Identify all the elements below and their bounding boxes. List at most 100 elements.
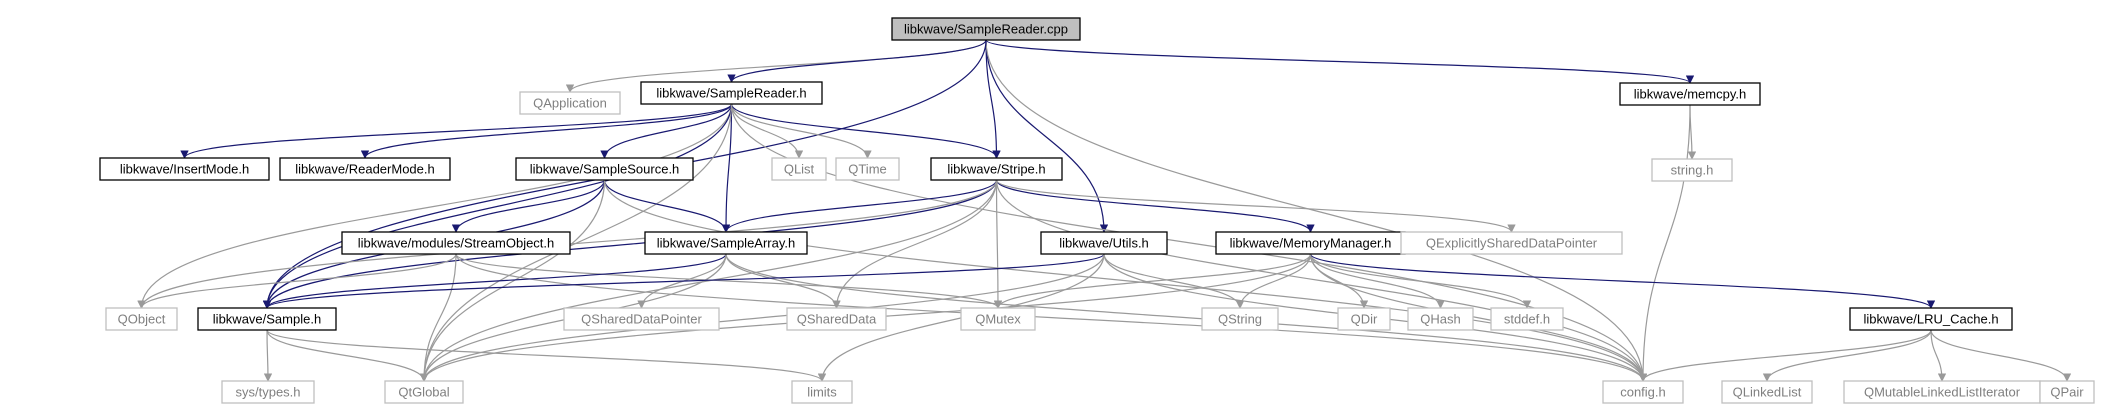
node-box xyxy=(1490,307,1564,331)
node-qlinkedlist: QLinkedList xyxy=(1721,380,1813,404)
node-qexplicitly: QExplicitlySharedDataPointer xyxy=(1400,231,1623,255)
edge-streamobject_h-to-config_h xyxy=(455,253,1648,382)
node-box xyxy=(515,157,694,181)
edge-utils_h-to-sample_h xyxy=(263,253,1105,309)
edge-lru_cache_h-to-qmutablelinkedlistiterator xyxy=(1930,329,1947,382)
edge-samplesource_h-to-config_h xyxy=(603,179,1648,382)
node-label: QSharedData xyxy=(797,311,877,326)
node-box xyxy=(786,307,887,331)
edge-samplereader_h-to-sample_h xyxy=(262,103,733,309)
node-box xyxy=(1602,380,1684,404)
edge-root-to-utils_h xyxy=(985,39,1109,233)
edge-sample_h-to-qtglobal xyxy=(266,329,429,382)
node-limits: limits xyxy=(791,380,853,404)
node-stripe-h[interactable]: libkwave/Stripe.h xyxy=(930,157,1063,181)
node-label: config.h xyxy=(1620,384,1666,399)
node-label: libkwave/memcpy.h xyxy=(1634,86,1746,101)
node-label: QtGlobal xyxy=(398,384,449,399)
node-string-h: string.h xyxy=(1651,158,1733,182)
node-streamobject-h[interactable]: libkwave/modules/StreamObject.h xyxy=(341,231,571,255)
node-sys-types-h: sys/types.h xyxy=(221,380,315,404)
node-label: QHash xyxy=(1420,311,1460,326)
node-qtime: QTime xyxy=(835,157,900,181)
edge-samplereader_h-to-samplearray_h xyxy=(721,103,733,233)
edge-layer xyxy=(137,39,2072,382)
edge-stripe_h-to-config_h xyxy=(995,179,1648,382)
edge-samplereader_h-to-qtime xyxy=(730,103,872,159)
node-label: QExplicitlySharedDataPointer xyxy=(1426,235,1598,250)
edge-sample_h-to-limits xyxy=(266,329,827,382)
edge-memorymanager_h-to-qmutex xyxy=(993,253,1312,309)
edge-stripe_h-to-memorymanager_h xyxy=(995,179,1315,233)
edge-samplereader_h-to-insertmode_h xyxy=(180,103,733,159)
edge-root-to-samplereader_h xyxy=(727,39,987,83)
node-label: libkwave/Utils.h xyxy=(1059,235,1149,250)
node-label: libkwave/LRU_Cache.h xyxy=(1863,311,1998,326)
node-config-h: config.h xyxy=(1602,380,1684,404)
node-label: string.h xyxy=(1671,162,1714,177)
node-box xyxy=(99,157,270,181)
node-insertmode-h[interactable]: libkwave/InsertMode.h xyxy=(99,157,270,181)
edge-samplesource_h-to-samplearray_h xyxy=(603,179,731,233)
node-box xyxy=(1040,231,1168,255)
edge-memorymanager_h-to-lru_cache_h xyxy=(1309,253,1936,309)
node-sample-h[interactable]: libkwave/Sample.h xyxy=(197,307,337,331)
edge-memorymanager_h-to-config_h xyxy=(1309,253,1648,382)
node-samplesource-h[interactable]: libkwave/SampleSource.h xyxy=(515,157,694,181)
edge-root-to-stripe_h xyxy=(985,39,1001,159)
edge-samplereader_h-to-samplesource_h xyxy=(600,103,733,159)
node-box xyxy=(341,231,571,255)
node-box xyxy=(105,307,178,331)
node-qobject: QObject xyxy=(105,307,178,331)
node-lru-cache-h[interactable]: libkwave/LRU_Cache.h xyxy=(1849,307,2013,331)
edge-lru_cache_h-to-qlinkedlist xyxy=(1762,329,1932,382)
edge-streamobject_h-to-qobject xyxy=(137,253,457,309)
node-utils-h[interactable]: libkwave/Utils.h xyxy=(1040,231,1168,255)
edge-samplesource_h-to-streamobject_h xyxy=(451,179,606,233)
node-qmutex: QMutex xyxy=(960,307,1036,331)
node-root[interactable]: libkwave/SampleReader.cpp xyxy=(891,17,1081,41)
node-qdir: QDir xyxy=(1337,307,1391,331)
node-samplereader-h[interactable]: libkwave/SampleReader.h xyxy=(640,81,823,105)
node-box xyxy=(835,157,900,181)
node-box xyxy=(221,380,315,404)
node-label: QApplication xyxy=(533,95,607,110)
node-box xyxy=(891,17,1081,41)
edge-stripe_h-to-qmutex xyxy=(993,179,1003,309)
node-label: libkwave/SampleArray.h xyxy=(657,235,795,250)
node-label: QList xyxy=(784,161,815,176)
node-qtglobal: QtGlobal xyxy=(384,380,464,404)
node-label: sys/types.h xyxy=(235,384,300,399)
node-readermode-h[interactable]: libkwave/ReaderMode.h xyxy=(279,157,451,181)
node-memcpy-h[interactable]: libkwave/memcpy.h xyxy=(1619,82,1761,106)
node-box xyxy=(1651,158,1733,182)
node-box xyxy=(1407,307,1474,331)
edge-stripe_h-to-qexplicitly xyxy=(995,179,1516,233)
edge-samplereader_h-to-qobject xyxy=(137,103,733,309)
node-box xyxy=(1201,307,1279,331)
edge-samplearray_h-to-sample_h xyxy=(262,253,727,309)
node-label: libkwave/Stripe.h xyxy=(947,161,1045,176)
node-samplearray-h[interactable]: libkwave/SampleArray.h xyxy=(644,231,808,255)
edge-memorymanager_h-to-qhash xyxy=(1309,253,1445,309)
node-label: QSharedDataPointer xyxy=(581,311,702,326)
node-label: libkwave/MemoryManager.h xyxy=(1230,235,1392,250)
node-label: QMutex xyxy=(975,311,1021,326)
node-qpair: QPair xyxy=(2039,380,2095,404)
node-box xyxy=(771,157,827,181)
edge-root-to-config_h xyxy=(985,39,1648,382)
node-qapplication: QApplication xyxy=(519,91,621,115)
node-box xyxy=(1400,231,1623,255)
node-qmutablelinkedlistiterator: QMutableLinkedListIterator xyxy=(1843,380,2041,404)
node-label: libkwave/InsertMode.h xyxy=(120,161,249,176)
edge-lru_cache_h-to-qpair xyxy=(1930,329,2072,382)
edge-samplereader_h-to-qtglobal xyxy=(419,103,733,382)
edge-streamobject_h-to-qmutex xyxy=(455,253,1003,309)
node-box xyxy=(960,307,1036,331)
edge-memcpy_h-to-config_h xyxy=(1638,104,1691,382)
node-memorymanager-h[interactable]: libkwave/MemoryManager.h xyxy=(1215,231,1406,255)
node-label: libkwave/Sample.h xyxy=(213,311,321,326)
node-box xyxy=(519,91,621,115)
